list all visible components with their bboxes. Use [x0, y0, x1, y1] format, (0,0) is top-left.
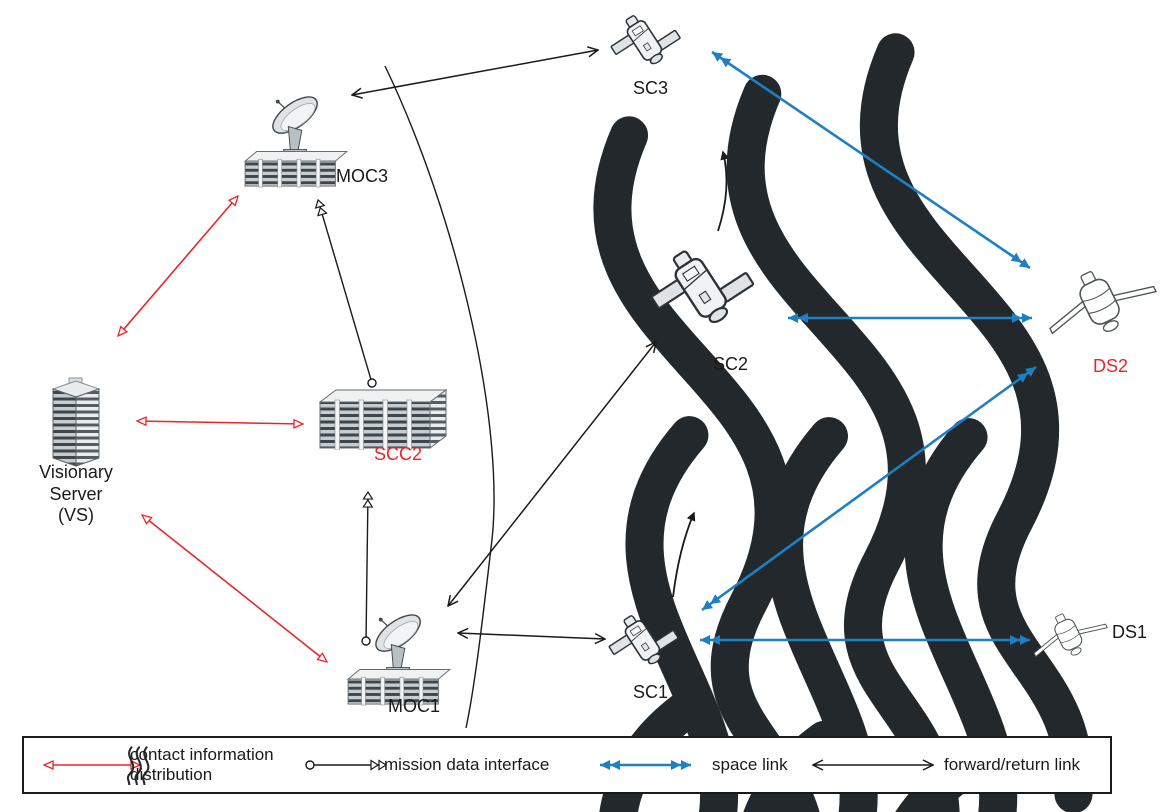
link-sc3-ds2-space: [711, 50, 1031, 270]
legend-mission-data-icon: [305, 759, 388, 771]
legend-label-frl: forward/return link: [944, 755, 1081, 774]
link-sc1-ds2-space: [701, 365, 1037, 612]
node-sc1: SC1: [608, 608, 684, 702]
server-building-icon: [43, 376, 109, 468]
node-visionary-server: Visionary Server(VS): [39, 376, 113, 525]
satellite-icon: [608, 608, 684, 684]
link-moc1-sc2-frl: [448, 342, 656, 606]
satellite-icon: [610, 8, 686, 84]
node-label-sc2: SC2: [713, 354, 749, 374]
ground-station-dish-icon: [346, 610, 452, 706]
satellite-icon: [650, 240, 762, 352]
node-label-ds2: DS2: [1093, 356, 1129, 376]
link-moc1-sc1-frl: [458, 633, 605, 639]
link-vs-moc1-contact: [142, 515, 327, 662]
node-label-vs: Visionary Server(VS): [39, 462, 113, 526]
relay-satellite-icon: [1044, 266, 1160, 350]
node-sc2: SC2: [650, 240, 762, 374]
orbit-direction-arrow-sc2: [717, 150, 730, 232]
link-vs-moc3-contact: [118, 196, 238, 336]
legend-label-mdi: mission data interface: [384, 755, 550, 774]
node-label-sc3: SC3: [633, 78, 669, 98]
node-moc3: MOC3: [243, 92, 388, 193]
link-scc2-moc3-mdi: [314, 198, 377, 388]
legend-contact-link-icon: [36, 741, 150, 785]
node-moc1: MOC1: [346, 610, 452, 716]
relay-satellite-icon: [1030, 610, 1110, 668]
link-moc1-scc2-mdi: [361, 490, 374, 646]
legend-forward-return-icon: [808, 758, 938, 772]
node-label-ds1: DS1: [1112, 622, 1148, 642]
orbit-direction-arrow-sc1: [672, 511, 696, 598]
node-sc3: SC3: [610, 8, 686, 98]
node-label-moc1: MOC1: [388, 696, 441, 716]
control-center-building-icon: [316, 386, 450, 450]
node-scc2: SCC2: [316, 386, 450, 464]
node-ds1: DS1: [1030, 610, 1147, 673]
link-vs-scc2-contact: [137, 421, 303, 424]
node-label-scc2: SCC2: [374, 444, 423, 464]
legend: contact information distribution mission…: [22, 736, 1112, 794]
node-label-moc3: MOC3: [336, 166, 389, 186]
node-label-sc1: SC1: [633, 682, 669, 702]
legend-space-link-icon: [600, 760, 691, 770]
node-ds2: DS2: [1044, 266, 1160, 376]
link-moc3-sc3-frl: [352, 50, 598, 95]
legend-label-contact: contact information distribution: [130, 745, 274, 784]
legend-label-space: space link: [712, 755, 788, 774]
ground-station-dish-icon: [243, 92, 349, 188]
